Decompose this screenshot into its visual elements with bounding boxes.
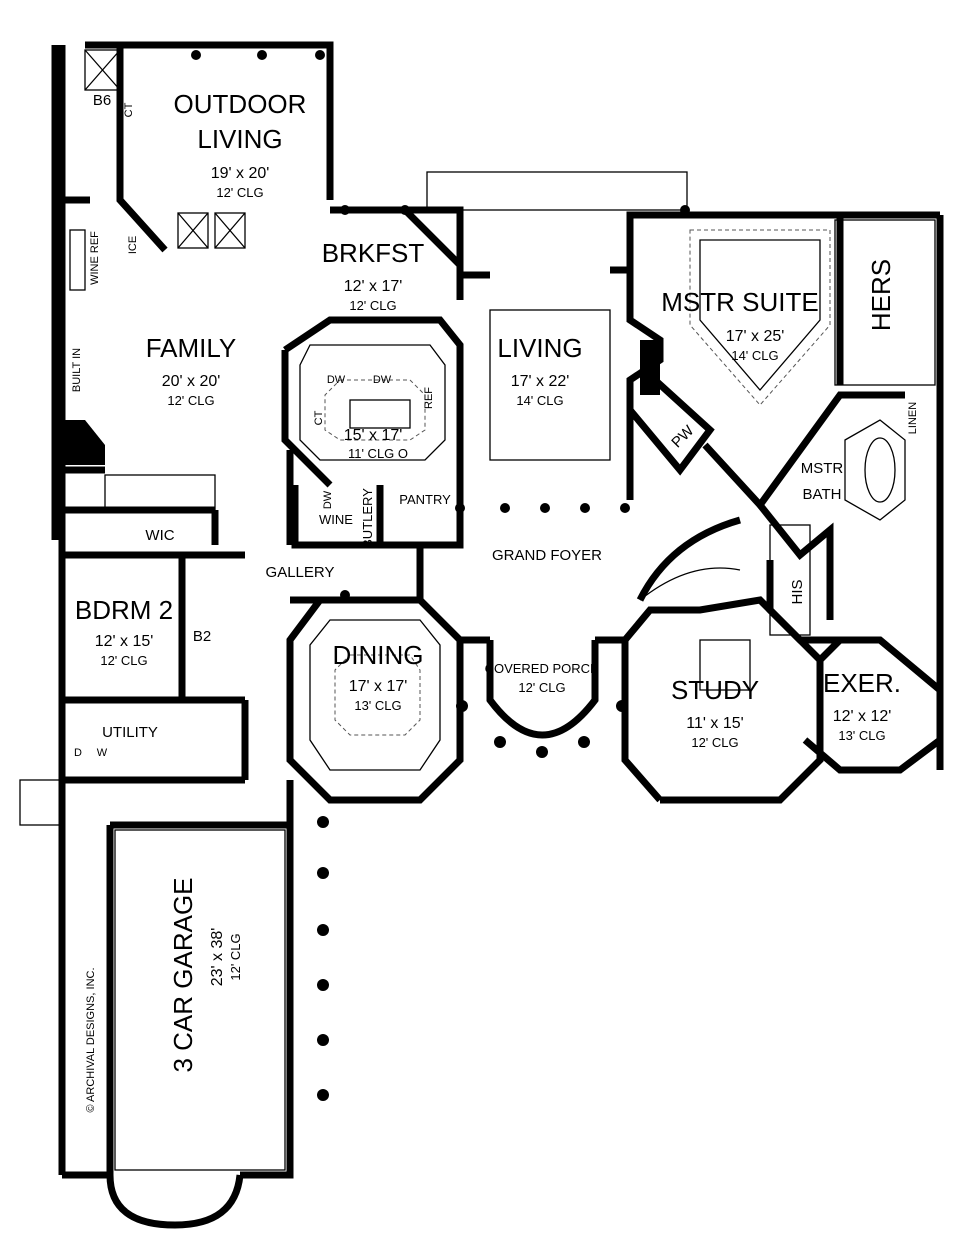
fixtures: [19, 49, 936, 1171]
kitchen-ceiling: 11' CLG O: [348, 446, 408, 461]
label-wine: WINE: [319, 512, 353, 527]
room-size: 17' x 25': [726, 328, 785, 345]
living-label: LIVING 17' x 22' 14' CLG: [497, 333, 582, 408]
room-ceiling: 14' CLG: [731, 348, 778, 363]
room-size: 19' x 20': [211, 165, 270, 182]
room-size: 17' x 17': [349, 678, 408, 695]
label-dw: DW: [322, 490, 334, 509]
columns: [191, 50, 690, 1101]
room-size: 23' x 38': [209, 928, 226, 987]
room-ceiling: 13' CLG: [838, 728, 885, 743]
room-size: 17' x 22': [511, 373, 570, 390]
room-size: 11' x 15': [686, 715, 743, 732]
bdrm2-label: BDRM 2 12' x 15' 12' CLG: [75, 595, 173, 668]
room-name: STUDY: [671, 675, 759, 705]
walls: [51, 41, 944, 1229]
outdoor-living-label: OUTDOOR LIVING 19' x 20' 12' CLG: [174, 89, 307, 200]
label-gallery: GALLERY: [266, 564, 335, 581]
label-grand-foyer: GRAND FOYER: [492, 547, 602, 564]
label-pantry: PANTRY: [399, 492, 451, 507]
room-ceiling: 12' CLG: [228, 933, 243, 980]
study-label: STUDY 11' x 15' 12' CLG: [671, 675, 759, 750]
label-utility: UTILITY: [102, 724, 158, 741]
room-size: 12' x 12': [833, 708, 892, 725]
label-wic: WIC: [145, 527, 174, 544]
room-ceiling: 12' CLG: [691, 735, 738, 750]
room-size: 12' x 15': [95, 633, 154, 650]
brkfst-label: BRKFST 12' x 17' 12' CLG: [322, 238, 425, 313]
label-hers: HERS: [866, 259, 896, 331]
room-ceiling: 13' CLG: [354, 698, 401, 713]
copyright-text: © ARCHIVAL DESIGNS, INC.: [85, 967, 97, 1112]
room-name: OUTDOOR: [174, 89, 307, 119]
room-ceiling: 12' CLG: [216, 185, 263, 200]
label-his: HIS: [789, 579, 806, 604]
label-b2: B2: [193, 628, 211, 645]
covered-porch-ceiling: 12' CLG: [518, 680, 565, 695]
room-name: BATH: [803, 486, 842, 503]
room-ceiling: 12' CLG: [349, 298, 396, 313]
label-ref: REF: [423, 387, 435, 409]
kitchen-size: 15' x 17': [344, 427, 403, 444]
label-dryer: D: [74, 747, 82, 759]
family-label: FAMILY 20' x 20' 12' CLG: [146, 333, 237, 408]
garage-label: 3 CAR GARAGE 23' x 38' 12' CLG: [168, 877, 243, 1072]
room-ceiling: 12' CLG: [167, 393, 214, 408]
exer-label: EXER. 12' x 12' 13' CLG: [823, 668, 901, 743]
label-ice: ICE: [127, 236, 139, 254]
room-ceiling: 12' CLG: [100, 653, 147, 668]
label-built-in: BUILT IN: [71, 348, 83, 392]
label-ct: CT: [123, 102, 135, 117]
room-size: 12' x 17': [344, 278, 403, 295]
room-name: DINING: [333, 640, 424, 670]
room-name: 3 CAR GARAGE: [168, 877, 198, 1072]
label-washer: W: [97, 747, 108, 759]
room-name: LIVING: [197, 124, 282, 154]
label-wine-ref: WINE REF: [89, 231, 101, 285]
label-butlery: BUTLERY: [360, 488, 375, 548]
covered-porch-name: COVERED PORCH: [485, 661, 600, 676]
label-b6: B6: [93, 92, 111, 109]
label-ct: CT: [313, 410, 325, 425]
label-dw: DW: [327, 374, 346, 386]
room-size: 20' x 20': [162, 373, 221, 390]
fireplace: [640, 340, 660, 395]
label-dw: DW: [373, 374, 392, 386]
room-name: MSTR: [801, 460, 844, 477]
room-name: LIVING: [497, 333, 582, 363]
room-name: BDRM 2: [75, 595, 173, 625]
room-name: FAMILY: [146, 333, 237, 363]
room-name: BRKFST: [322, 238, 425, 268]
room-name: EXER.: [823, 668, 901, 698]
dining-label: DINING 17' x 17' 13' CLG: [333, 640, 424, 713]
fireplace: [64, 420, 105, 465]
mstr-suite-label: MSTR SUITE 17' x 25' 14' CLG: [661, 287, 818, 363]
room-name: MSTR SUITE: [661, 287, 818, 317]
room-ceiling: 14' CLG: [516, 393, 563, 408]
label-linen: LINEN: [907, 402, 919, 434]
